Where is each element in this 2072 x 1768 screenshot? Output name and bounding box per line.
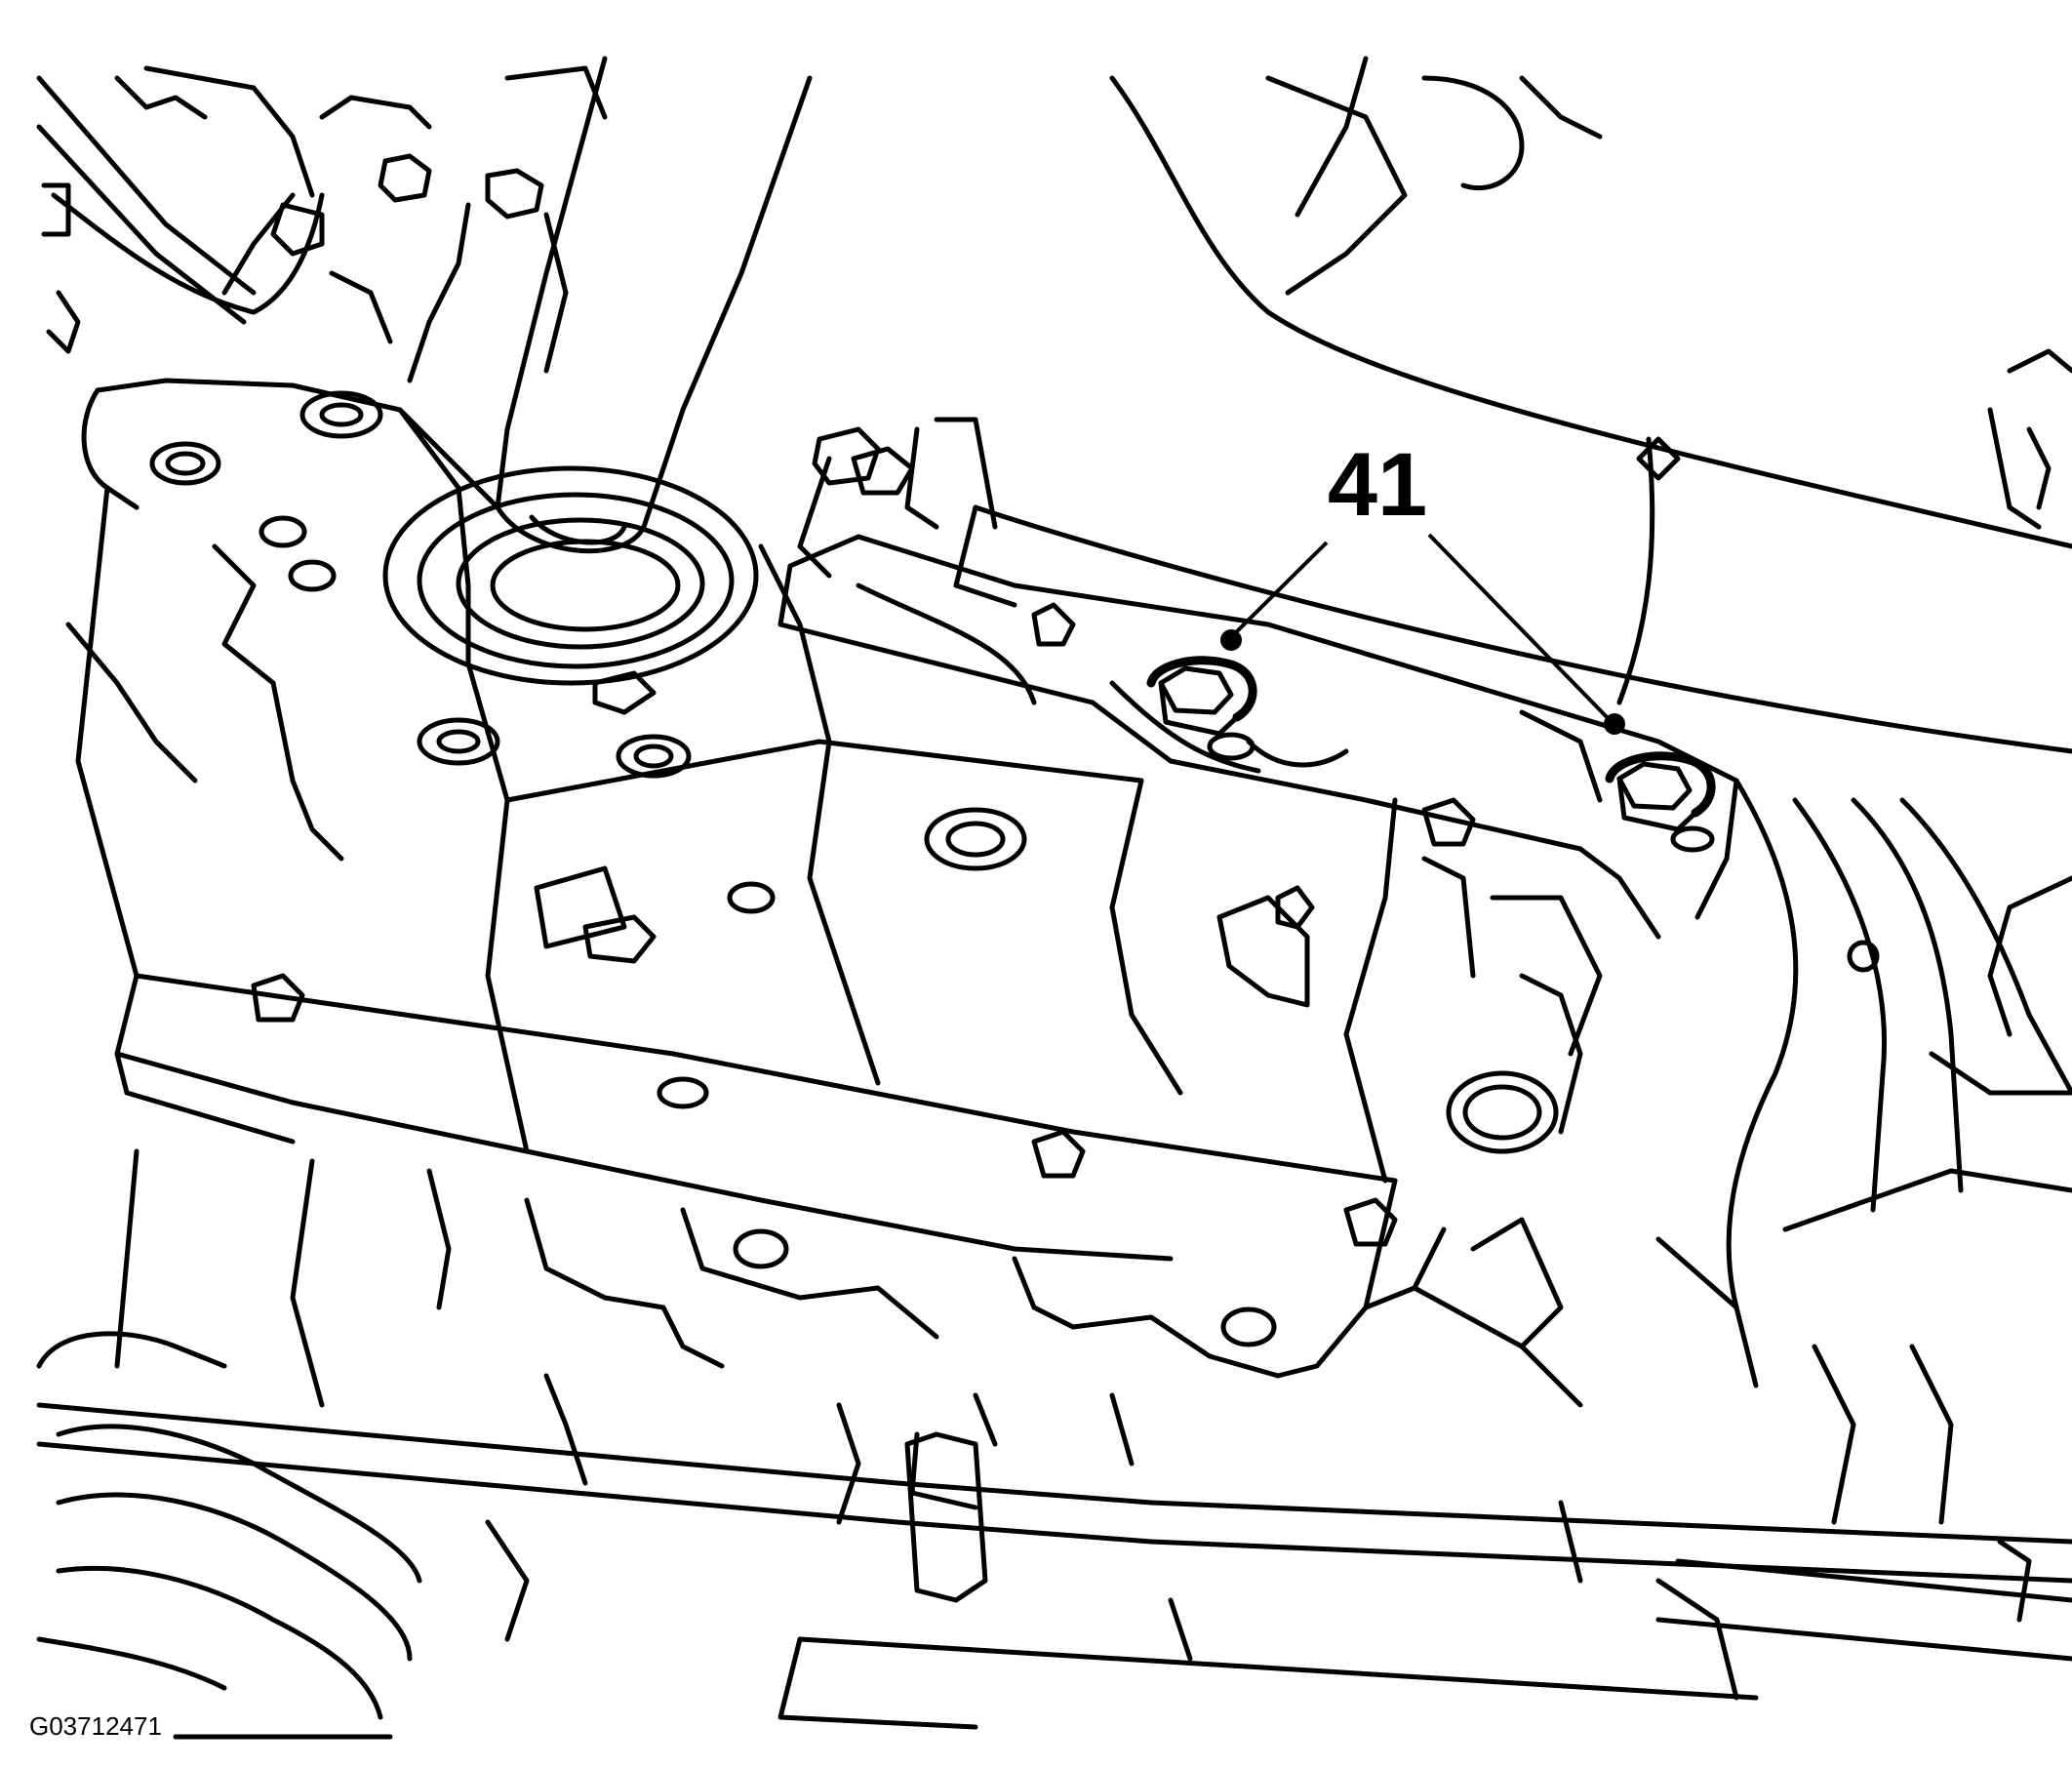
leader-dot-right xyxy=(1604,713,1625,735)
lower-housing xyxy=(485,1178,1759,1730)
bolts xyxy=(149,390,1880,1349)
leader-dot-left xyxy=(1220,629,1242,651)
shaft-boot xyxy=(382,465,759,686)
lower-rod xyxy=(36,1392,2072,1603)
leader-line-left xyxy=(1229,541,1329,639)
lower-left-pulley xyxy=(36,1148,452,1740)
callout-41: 41 xyxy=(1220,435,1625,735)
mount-bolt-left xyxy=(1146,656,1257,761)
callout-label: 41 xyxy=(1328,435,1427,535)
figure-id: G03712471 xyxy=(29,1711,162,1741)
leader-line-right xyxy=(1427,533,1614,724)
right-side-components xyxy=(1519,778,2072,1701)
mount-bracket xyxy=(777,417,1739,940)
mount-bolt-right xyxy=(1605,751,1716,853)
upper-right-crossmember xyxy=(953,56,2072,754)
transmission-housing xyxy=(65,378,1603,1262)
vertical-shaft xyxy=(495,56,813,554)
upper-left-harness xyxy=(36,65,608,383)
